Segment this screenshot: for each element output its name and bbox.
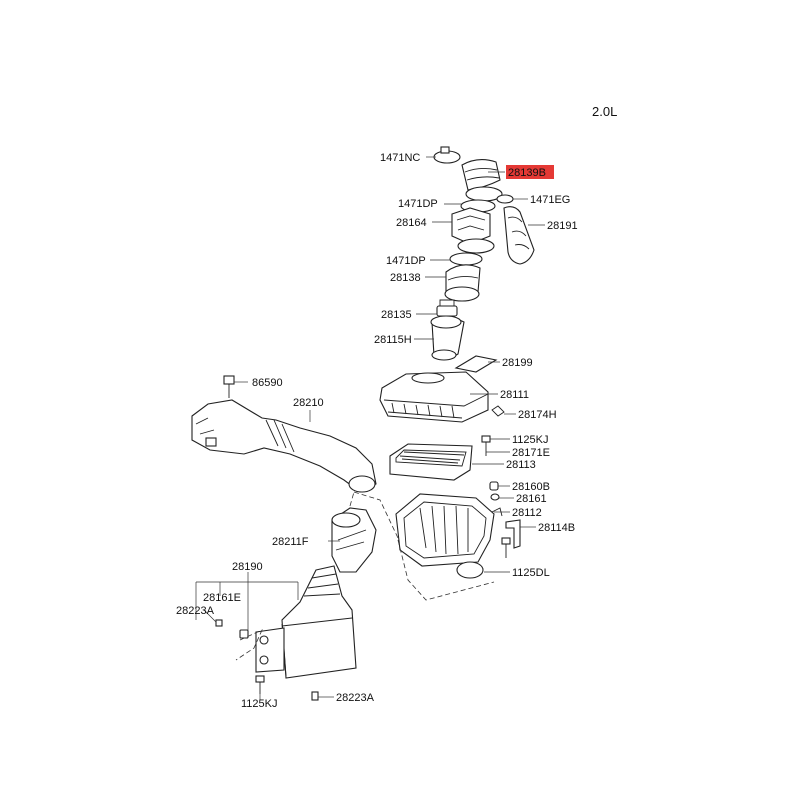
cover-28111 — [379, 371, 489, 423]
duct-28115h — [430, 315, 465, 361]
lower-case-28112 — [395, 493, 503, 579]
callout-28111: 28111 — [500, 389, 529, 401]
callout-1471eg: 1471EG — [530, 194, 570, 206]
resonator-28190 — [255, 565, 357, 679]
callout-1471dp-upper: 1471DP — [398, 198, 438, 210]
callout-28114b: 28114B — [538, 522, 575, 534]
callout-28135: 28135 — [381, 309, 412, 321]
callout-86590: 86590 — [252, 377, 283, 389]
callout-28160b: 28160B — [512, 481, 550, 493]
duct-28138 — [444, 264, 481, 302]
callout-1125kj-lower: 1125KJ — [241, 698, 278, 710]
clamp-1471dp-lower — [449, 252, 483, 266]
callout-28112: 28112 — [512, 507, 542, 519]
callout-28161e: 28161E — [203, 592, 241, 604]
bolt-1125kj-upper — [481, 435, 491, 456]
dash-relation-2 — [349, 491, 355, 507]
bolt-1125dl — [501, 537, 511, 558]
leader-lines — [195, 156, 545, 700]
callout-28139b: 28139B — [508, 167, 546, 179]
clamp-1471nc — [433, 146, 461, 164]
callout-28191: 28191 — [547, 220, 578, 232]
callout-1471nc: 1471NC — [380, 152, 420, 164]
resonator-28164 — [451, 207, 495, 254]
callout-28164: 28164 — [396, 217, 427, 229]
callout-28199: 28199 — [502, 357, 533, 369]
callout-28171e: 28171E — [512, 447, 550, 459]
callout-28113: 28113 — [506, 459, 536, 471]
callout-28115h: 28115H — [374, 334, 412, 346]
clip-28174h — [491, 405, 505, 417]
clip-28223a-upper — [215, 619, 223, 627]
callout-28190: 28190 — [232, 561, 263, 573]
dash-relation-1 — [353, 491, 399, 539]
bolt-86590 — [223, 375, 235, 398]
callout-1471dp-lower: 1471DP — [386, 255, 426, 267]
callout-28161: 28161 — [516, 493, 547, 505]
grommet-28160b — [489, 481, 499, 491]
filter-28113 — [389, 443, 473, 481]
hose-28191 — [503, 206, 535, 265]
callout-28138: 28138 — [390, 272, 421, 284]
clamp-1471eg — [496, 194, 514, 204]
mount-28161 — [490, 493, 500, 501]
callout-28223a-upper: 28223A — [176, 605, 215, 617]
callout-1125dl: 1125DL — [512, 567, 550, 579]
elbow-28211f — [331, 507, 377, 573]
dash-relation-4 — [235, 629, 263, 661]
callout-28174h: 28174H — [518, 409, 557, 421]
callout-28223a-lower: 28223A — [336, 692, 375, 704]
inlet-duct-28210 — [191, 399, 377, 493]
bolt-1125kj-lower — [255, 675, 265, 694]
callout-1125kj-upper: 1125KJ — [512, 434, 549, 446]
callout-28211f: 28211F — [272, 536, 309, 548]
hose-28139b — [461, 159, 503, 202]
callout-28210: 28210 — [293, 397, 324, 409]
nut-28161e — [239, 629, 249, 639]
label-28199 — [454, 355, 498, 373]
sensor-28135 — [436, 299, 458, 317]
clip-28223a-lower — [311, 691, 319, 701]
dash-relation-3 — [397, 539, 495, 601]
engine-size-label: 2.0L — [592, 104, 618, 119]
highlight-box — [506, 165, 554, 179]
bracket-28114b — [505, 519, 521, 549]
